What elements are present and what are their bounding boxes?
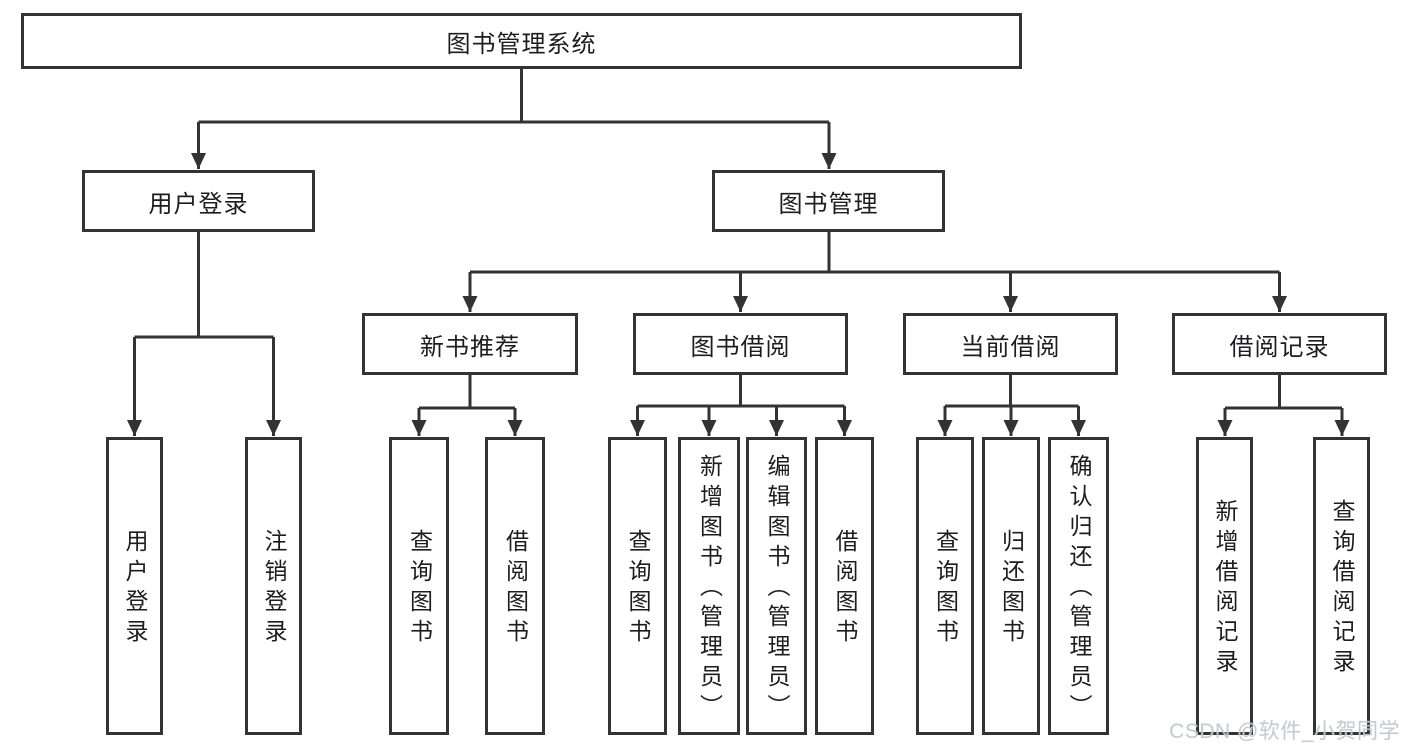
node-borrow-records: 借阅记录 <box>1172 313 1387 375</box>
node-book-management: 图书管理 <box>712 170 945 232</box>
leaf-add-borrow-record: 新增借阅记录 <box>1196 437 1253 735</box>
node-current-borrow: 当前借阅 <box>903 313 1118 375</box>
leaf-borrow-books: 借阅图书 <box>815 437 874 735</box>
leaf-logout: 注销登录 <box>245 437 302 735</box>
leaf-query-borrow-record: 查询借阅记录 <box>1313 437 1370 735</box>
node-user-login: 用户登录 <box>82 170 315 232</box>
node-book-borrow: 图书借阅 <box>633 313 848 375</box>
leaf-query-books-borrow: 查询图书 <box>608 437 667 735</box>
leaf-user-login: 用户登录 <box>106 437 163 735</box>
leaf-return-books: 归还图书 <box>982 437 1040 735</box>
leaf-query-books-recommend: 查询图书 <box>389 437 449 735</box>
leaf-borrow-books-recommend: 借阅图书 <box>485 437 545 735</box>
leaf-edit-books-admin: 编辑图书（管理员） <box>746 437 807 735</box>
node-new-book-recommend: 新书推荐 <box>362 313 578 375</box>
leaf-add-books-admin: 新增图书（管理员） <box>678 437 740 735</box>
leaf-query-books-current: 查询图书 <box>916 437 974 735</box>
leaf-confirm-return-admin: 确认归还（管理员） <box>1048 437 1109 735</box>
csdn-watermark: CSDN @软件_小贺同学 <box>1169 720 1400 743</box>
node-root-system: 图书管理系统 <box>21 13 1022 69</box>
